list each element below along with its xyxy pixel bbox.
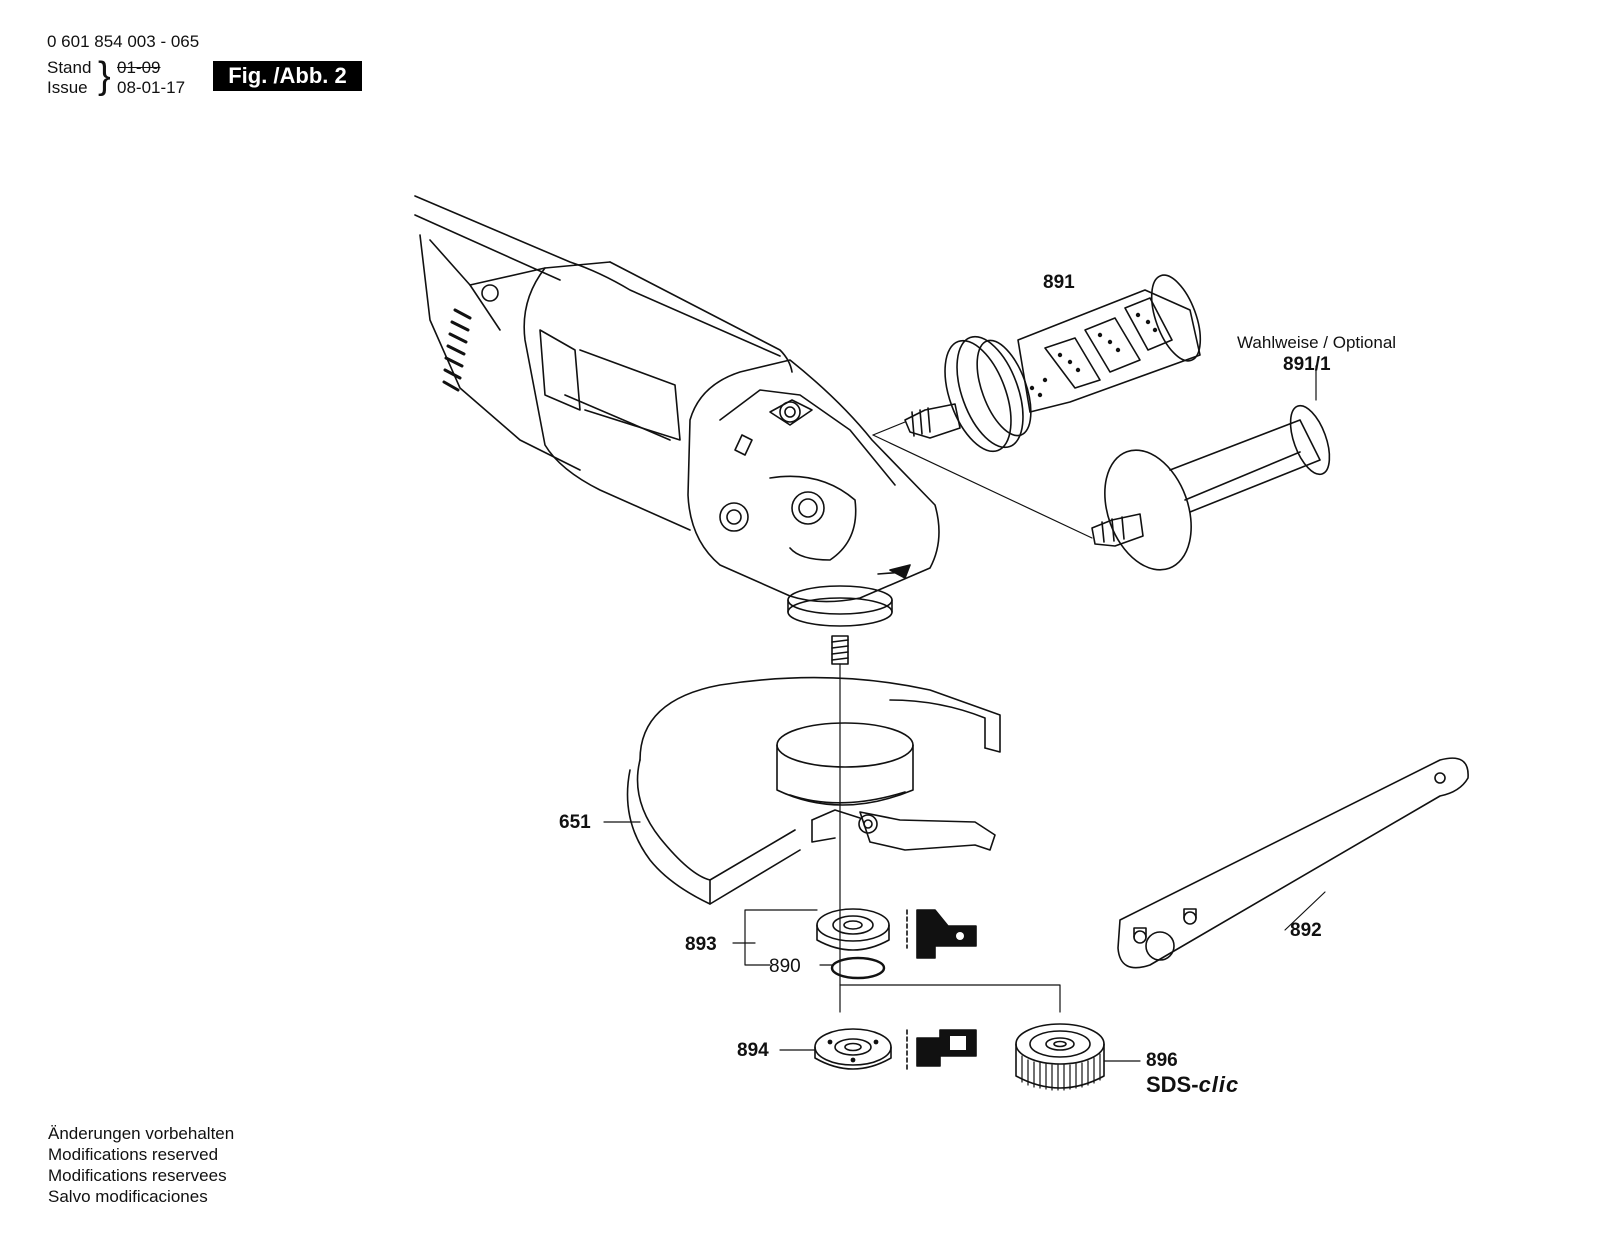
- callout-892: 892: [1290, 920, 1322, 941]
- sds-clic-logo: SDS-clic: [1146, 1072, 1239, 1098]
- callout-896: 896: [1146, 1050, 1178, 1071]
- protective-guard-651: [626, 676, 1001, 905]
- modifications-notice: Änderungen vorbehalten Modifications res…: [48, 1123, 234, 1207]
- notice-en: Modifications reserved: [48, 1145, 219, 1164]
- callout-891-1: 891/1: [1283, 354, 1331, 375]
- handle-leader-line: [872, 434, 1093, 539]
- document-number: 0 601 854 003 - 065: [47, 32, 200, 51]
- auxiliary-handle-891: [904, 274, 1202, 453]
- axis-branch-line: [839, 984, 1061, 1013]
- optional-label: Wahlweise / Optional: [1237, 333, 1397, 352]
- issue-label: Issue: [47, 78, 88, 97]
- stand-new-date: 08-01-17: [117, 78, 186, 97]
- clamping-nut-894: [814, 1028, 977, 1071]
- notice-es: Salvo modificaciones: [48, 1187, 208, 1206]
- optional-handle-891-1: [1091, 404, 1331, 571]
- stand-issue-labels: Stand Issue: [47, 58, 91, 98]
- mounting-flange-893: [816, 908, 977, 959]
- brace-glyph: }: [98, 55, 111, 97]
- callout-891: 891: [1043, 272, 1075, 293]
- screw-head: [481, 284, 499, 302]
- quick-nut-896: [1015, 1023, 1105, 1091]
- callout-893: 893: [685, 934, 717, 955]
- callout-894: 894: [737, 1040, 769, 1061]
- o-ring-890: [830, 956, 886, 980]
- sds-suffix: clic: [1198, 1072, 1240, 1097]
- notice-fr: Modifications reservees: [48, 1166, 227, 1185]
- callout-890: 890: [769, 956, 801, 977]
- notice-de: Änderungen vorbehalten: [48, 1124, 235, 1143]
- callout-651: 651: [559, 812, 591, 833]
- figure-label: Fig. /Abb. 2: [213, 61, 362, 91]
- vent-ribs: [442, 308, 472, 392]
- stand-old-date: 01-09: [117, 58, 161, 77]
- spanner-892: [1117, 757, 1469, 969]
- sds-prefix: SDS-: [1146, 1072, 1199, 1097]
- stand-label: Stand: [47, 58, 92, 77]
- grinder-body: [414, 195, 940, 665]
